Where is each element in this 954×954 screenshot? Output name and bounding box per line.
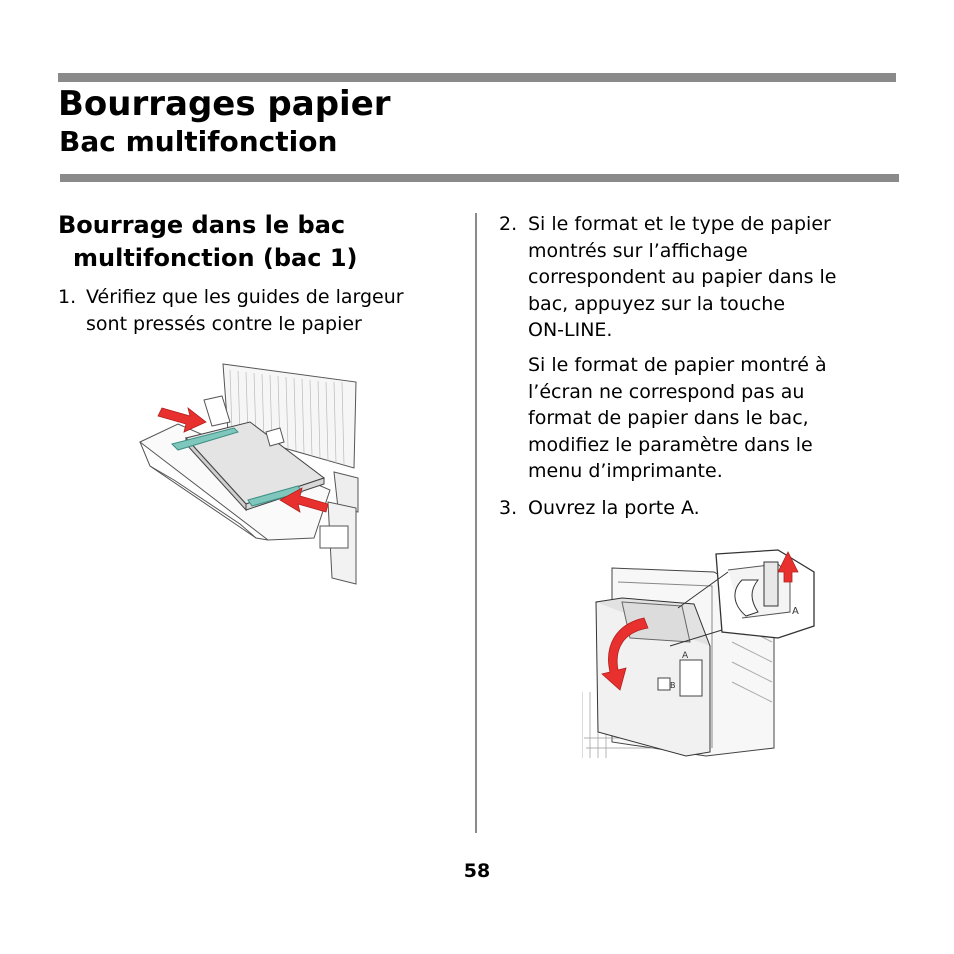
step-2: 2. Si le format et le type de papier mon… (499, 211, 879, 351)
step-3: 3. Ouvrez la porte A. (499, 495, 799, 523)
section-heading: Bourrage dans le bac multifonction (bac … (58, 209, 357, 275)
tray-illustration (139, 363, 359, 585)
page-subtitle: Bac multifonction (59, 125, 338, 158)
step-2-line2: montrés sur l’affichage (528, 239, 748, 262)
step-1-line1: Vérifiez que les guides de largeur (86, 286, 404, 308)
step-1: 1. Vérifiez que les guides de largeur so… (58, 284, 458, 340)
step-2-line1: Si le format et le type de papier (528, 213, 831, 235)
door-a-illustration: A B A (582, 549, 815, 758)
top-rule (58, 73, 896, 82)
page-title: Bourrages papier (58, 84, 391, 124)
step-3-number: 3. (499, 497, 518, 519)
door-a-label: A (682, 651, 689, 661)
step-1-number: 1. (58, 286, 77, 308)
step-2-note-line5: menu d’imprimante. (528, 460, 723, 482)
step-2-note-line2: l’écran ne correspond pas au (528, 380, 805, 403)
inset-door-a-label: A (792, 606, 799, 617)
step-3-line1: Ouvrez la porte A. (528, 497, 700, 519)
step-2-line3: correspondent au papier dans le (528, 266, 837, 288)
page-number: 58 (463, 860, 491, 882)
step-2-line5: ON-LINE. (528, 319, 613, 341)
door-b-label: B (670, 681, 676, 690)
step-3-text: Ouvrez la porte A. (528, 495, 700, 522)
step-1-text: Vérifiez que les guides de largeur sont … (86, 284, 404, 337)
step-2-note-line3: format de papier dans le bac, (528, 407, 809, 429)
column-divider (475, 213, 477, 833)
step-2-line4: bac, appuyez sur la touche (528, 292, 786, 315)
step-1-line2: sont pressés contre le papier (86, 312, 362, 335)
step-2-note-line4: modifiez le paramètre dans le (528, 433, 813, 456)
step-2-number: 2. (499, 213, 518, 235)
header-rule (60, 174, 899, 182)
section-heading-line1: Bourrage dans le bac (58, 211, 346, 239)
step-2-note-line1: Si le format de papier montré à (528, 354, 827, 376)
step-2-note: Si le format de papier montré à l’écran … (528, 352, 827, 485)
step-2-text: Si le format et le type de papier montré… (528, 211, 837, 344)
section-heading-line2: multifonction (bac 1) (73, 244, 358, 272)
